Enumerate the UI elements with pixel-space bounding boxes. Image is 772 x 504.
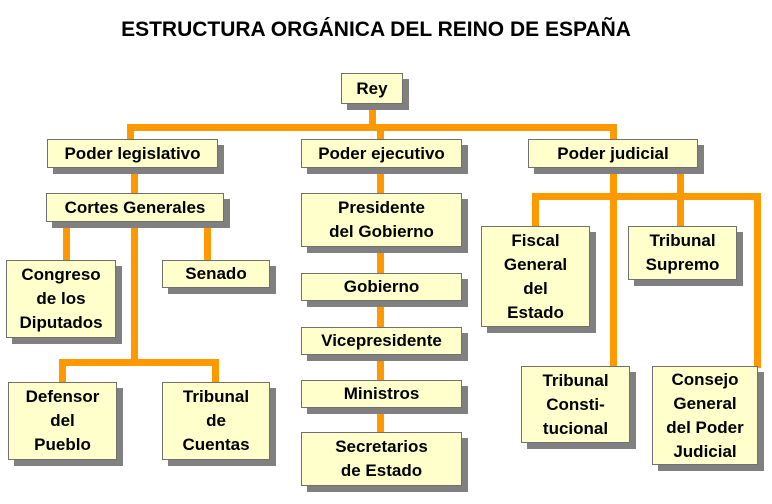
node-tribunal-de-cuentas: Tribunal de Cuentas <box>162 382 270 460</box>
connector <box>754 193 761 368</box>
node-presidente: Presidente del Gobierno <box>301 193 462 247</box>
node-secretarios-de-estado: Secretarios de Estado <box>301 432 462 486</box>
connector <box>59 359 66 384</box>
node-cortes-generales: Cortes Generales <box>46 193 224 222</box>
node-congreso: Congreso de los Diputados <box>6 260 116 338</box>
connector <box>610 124 617 142</box>
connector <box>610 166 617 368</box>
node-rey: Rey <box>341 73 403 104</box>
connector <box>377 124 384 142</box>
node-vicepresidente: Vicepresidente <box>301 327 462 355</box>
connector <box>127 124 617 131</box>
node-gobierno: Gobierno <box>301 273 462 301</box>
connector <box>59 359 219 366</box>
chart-title: ESTRUCTURA ORGÁNICA DEL REINO DE ESPAÑA <box>121 18 631 41</box>
connector <box>369 100 376 130</box>
node-poder-legislativo: Poder legislativo <box>47 139 218 168</box>
connector <box>63 220 70 262</box>
node-fiscal-general: Fiscal General del Estado <box>481 226 590 327</box>
node-tribunal-constitucional: Tribunal Consti- tucional <box>521 366 630 443</box>
node-ministros: Ministros <box>301 380 462 408</box>
node-senado: Senado <box>162 260 270 288</box>
node-defensor-del-pueblo: Defensor del Pueblo <box>8 382 117 460</box>
connector <box>532 193 539 228</box>
connector <box>532 193 761 200</box>
node-poder-judicial: Poder judicial <box>528 139 698 168</box>
connector <box>131 166 138 366</box>
node-tribunal-supremo: Tribunal Supremo <box>628 226 737 280</box>
node-poder-ejecutivo: Poder ejecutivo <box>301 139 462 168</box>
connector <box>127 124 134 142</box>
connector <box>204 220 211 262</box>
node-cgpj: Consejo General del Poder Judicial <box>652 366 758 465</box>
connector <box>212 359 219 384</box>
